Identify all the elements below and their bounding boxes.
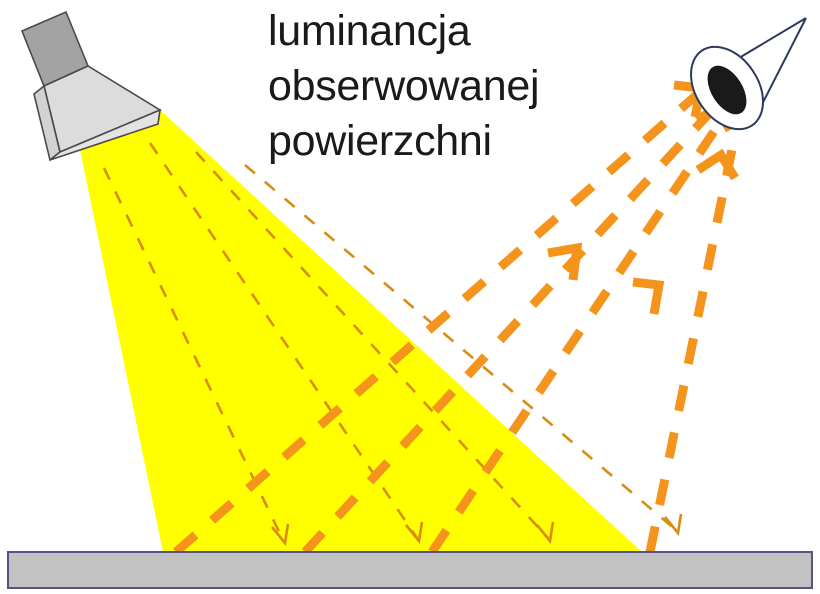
eye-pupil [707,65,747,115]
reflected-ray-arrowhead [695,148,739,181]
luminaire [20,10,162,162]
reflected-ray-mid-arrowhead [547,242,583,281]
incident-ray [244,164,677,531]
incident-ray [195,151,549,539]
reflected-ray [428,109,731,555]
reflected-ray [301,102,720,556]
observed-surface [7,551,813,589]
incident-ray-arrowheads [270,513,683,547]
reflected-ray [645,99,747,553]
incident-ray [102,167,285,541]
caption-line-2: obserwowanej [268,62,540,110]
incident-ray-arrowhead [270,523,290,547]
surface-slab [7,551,813,589]
lamp-aperture-rim [49,108,161,161]
observer-eye [690,17,807,131]
caption-line-1: luminancja [268,7,471,55]
reflected-ray-mid-arrowhead [632,277,665,315]
reflected-ray [173,88,703,556]
incident-ray-arrowhead [535,521,555,545]
incident-ray-arrowhead [663,513,683,537]
caption-line-3: powierzchni [268,117,492,165]
reflected-rays [173,88,747,556]
caption-label: luminancja obserwowanej powierzchni [268,4,598,169]
incident-ray-arrowhead [404,521,424,545]
